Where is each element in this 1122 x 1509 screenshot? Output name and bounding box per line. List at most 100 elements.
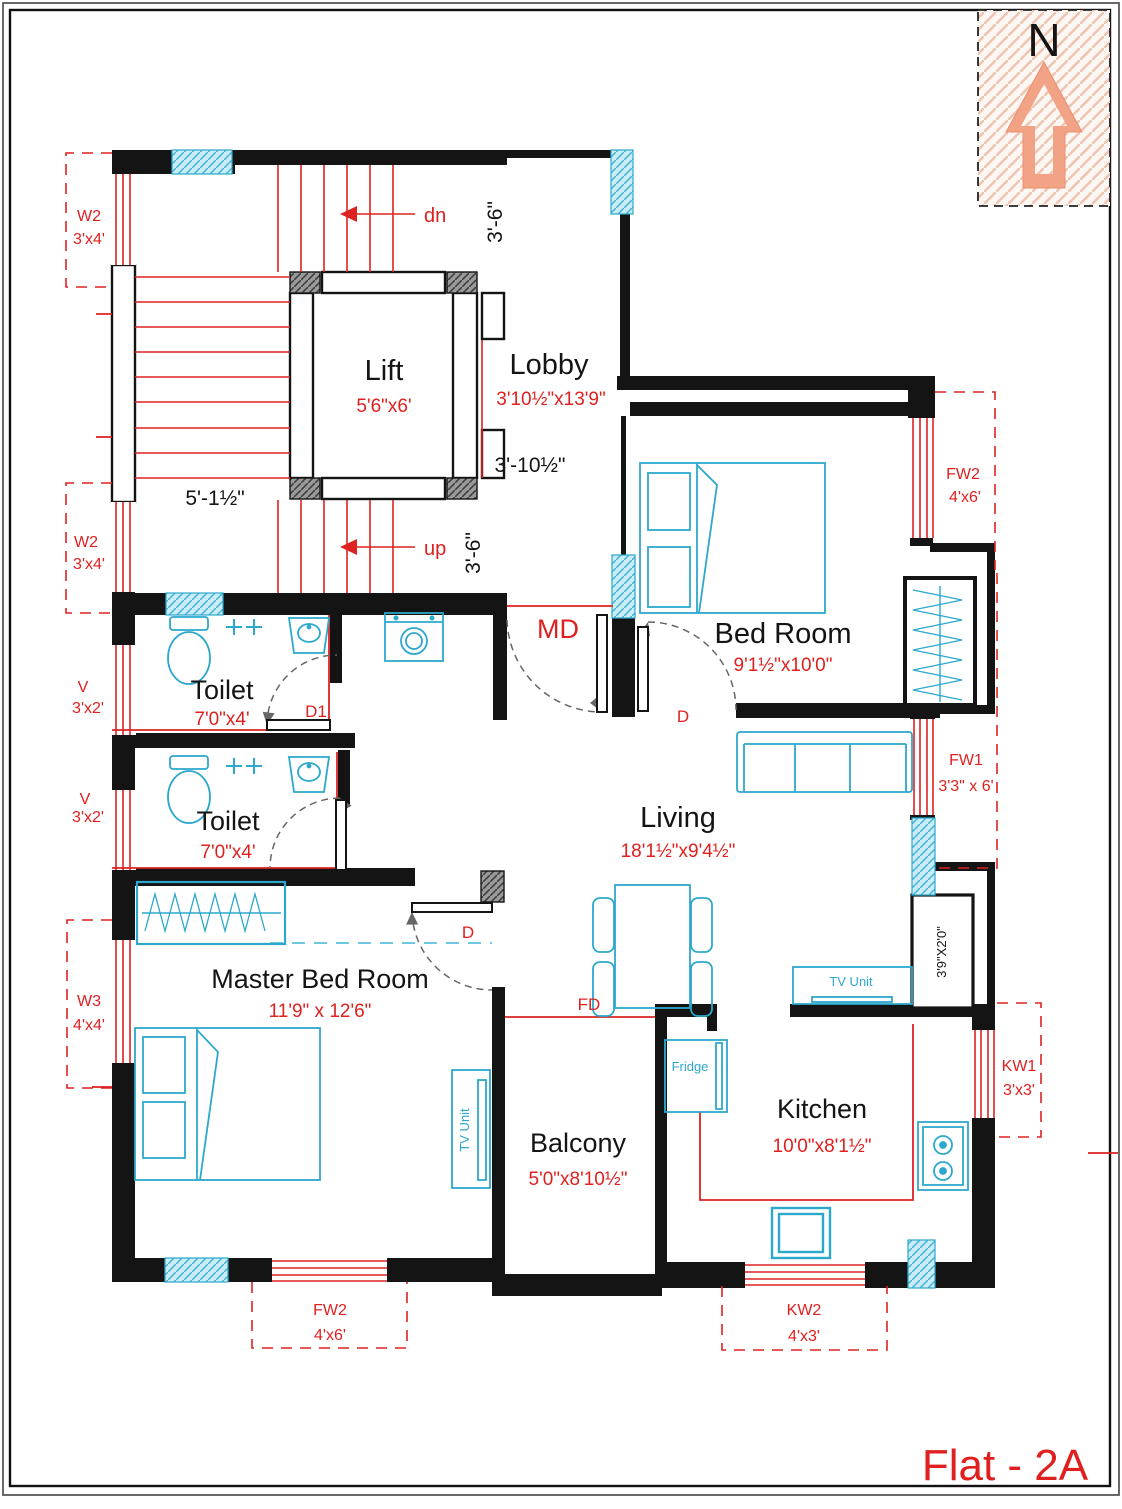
- main-door-leaf: [596, 614, 608, 713]
- room-dims-balcony: 5'0"x8'10½": [529, 1169, 628, 1190]
- v2-code: V: [80, 791, 91, 808]
- room-label-toilet1: Toilet: [190, 675, 254, 705]
- down-arrow-icon: [340, 206, 357, 222]
- french-door-label: FD: [578, 995, 601, 1014]
- fridge-icon: [664, 1039, 728, 1113]
- window-kw2: [745, 1261, 865, 1288]
- w2-mid-size: 3'x4': [73, 556, 105, 573]
- lobby-clear-dim: 3'-10½": [494, 454, 565, 477]
- room-label-master: Master Bed Room: [211, 964, 429, 994]
- window-w3: [111, 940, 136, 1063]
- windows-glazing: [111, 174, 997, 1288]
- toilet1-fixtures: [167, 616, 331, 685]
- master-door-label: D: [462, 923, 474, 942]
- dim-ticks: [92, 313, 1118, 1154]
- room-dims-living: 18'1½"x9'4½": [621, 841, 736, 862]
- master-door-swing: [411, 911, 493, 991]
- room-label-bedroom: Bed Room: [714, 618, 851, 650]
- v1-size: 3'x2': [72, 700, 104, 717]
- wardrobe-bedroom-icon: [912, 586, 963, 702]
- dining-table-icon: [592, 884, 713, 1017]
- window-v2: [111, 790, 136, 870]
- utility-niche: [910, 893, 975, 1010]
- w2-top-size: 3'x4': [73, 231, 105, 248]
- room-label-balcony: Balcony: [530, 1128, 627, 1158]
- toilet1-door-label: D1: [305, 702, 327, 721]
- staircase: [135, 165, 415, 593]
- kw2-code: KW2: [787, 1302, 822, 1319]
- toilet1-door-swing: [266, 654, 338, 726]
- fridge-label: Fridge: [672, 1059, 709, 1074]
- toilet2-fixtures: [167, 755, 331, 824]
- landing-top-dim: 3'-6": [484, 201, 507, 243]
- room-dims-lobby: 3'10½"x13'9": [496, 389, 606, 410]
- room-dims-toilet2: 7'0"x4': [200, 842, 255, 863]
- bed-icon-bedroom: [639, 462, 826, 614]
- main-door-label: MD: [537, 614, 579, 644]
- bed-icon-master: [134, 1027, 321, 1181]
- bedroom-door-leaf: [637, 626, 649, 712]
- w2-mid-code: W2: [74, 534, 98, 551]
- room-label-living: Living: [640, 802, 716, 834]
- kw2-size: 4'x3': [788, 1328, 820, 1345]
- column-blocks: [289, 271, 505, 903]
- tv-unit-master-label: TV Unit: [457, 1108, 472, 1152]
- kw1-size: 3'x3': [1003, 1082, 1035, 1099]
- doors: [262, 614, 737, 991]
- v2-size: 3'x2': [72, 809, 104, 826]
- main-door-swing: [506, 619, 603, 713]
- toilet1-door-leaf: [266, 719, 331, 731]
- room-dims-toilet1: 7'0"x4': [194, 709, 249, 730]
- window-w2-mid: [111, 502, 136, 592]
- north-indicator: N: [977, 9, 1111, 207]
- room-label-kitchen: Kitchen: [777, 1094, 867, 1124]
- window-kw1: [970, 1030, 997, 1118]
- sofa-icon: [736, 731, 913, 793]
- room-label-toilet2: Toilet: [196, 806, 260, 836]
- stove-icon: [917, 1121, 969, 1191]
- window-fw2-master: [272, 1257, 387, 1283]
- stair-down-label: dn: [424, 205, 446, 227]
- room-label-lobby: Lobby: [509, 349, 589, 381]
- stair-side-wall: [110, 263, 137, 504]
- fw2-master-code: FW2: [313, 1302, 347, 1319]
- tv-unit-master-icon: [451, 1069, 491, 1189]
- furniture: [134, 462, 969, 1260]
- fw2-bedroom-size: 4'x6': [949, 489, 981, 506]
- sink-icon: [770, 1206, 832, 1260]
- bedroom-door-label: D: [677, 707, 689, 726]
- bedroom-door-swing: [647, 621, 737, 711]
- landing-bottom-dim: 3'-6": [462, 532, 485, 574]
- window-w2-top: [111, 174, 136, 265]
- master-door-leaf: [411, 902, 493, 913]
- north-arrow-icon: [1005, 60, 1083, 189]
- toilet2-door-leaf: [335, 799, 347, 871]
- up-arrow-icon: [340, 539, 357, 555]
- window-v1: [111, 645, 136, 735]
- duct-blocks: [164, 149, 936, 1289]
- room-dims-master: 11'9" x 12'6": [269, 1001, 372, 1022]
- fw1-size: 3'3" x 6': [938, 778, 993, 795]
- north-label: N: [1027, 14, 1060, 66]
- tv-unit-living-icon: [792, 966, 913, 1005]
- wardrobe-master-icon: [135, 880, 287, 946]
- labels: Lift 5'6"x6' Lobby 3'10½"x13'9" Bed Room…: [72, 201, 1089, 1490]
- kw1-code: KW1: [1002, 1058, 1037, 1075]
- w3-size: 4'x4': [73, 1017, 105, 1034]
- room-label-lift: Lift: [365, 355, 404, 387]
- stair-width-dim: 5'-1½": [185, 487, 244, 510]
- window-fw2-bedroom: [908, 418, 935, 538]
- fw2-bedroom-code: FW2: [946, 466, 980, 483]
- w3-code: W3: [77, 993, 101, 1010]
- fw1-code: FW1: [949, 752, 983, 769]
- room-dims-lift: 5'6"x6': [356, 396, 411, 417]
- sheet-title: Flat - 2A: [922, 1441, 1089, 1490]
- fw2-master-size: 4'x6': [314, 1327, 346, 1344]
- washing-machine-icon: [384, 612, 444, 662]
- niche-dim-label: 3'9"X2'0": [934, 926, 949, 978]
- tv-unit-living-label: TV Unit: [829, 974, 873, 989]
- toilet2-door-swing: [269, 797, 341, 869]
- w2-top-code: W2: [77, 208, 101, 225]
